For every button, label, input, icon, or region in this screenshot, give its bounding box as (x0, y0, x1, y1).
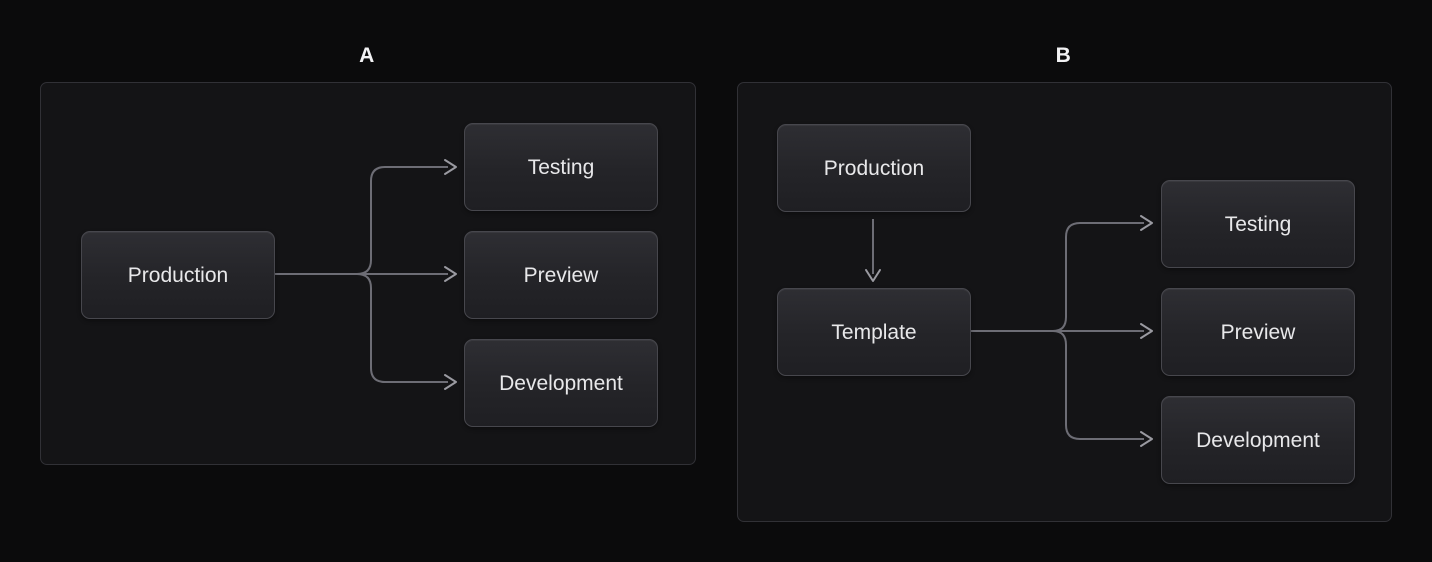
node-production: Production (81, 231, 275, 319)
node-testing: Testing (464, 123, 658, 211)
arrowhead-icon (444, 159, 457, 175)
node-development: Development (464, 339, 658, 427)
node-label: Preview (1220, 320, 1296, 344)
node-label: Development (499, 371, 623, 395)
node-template: Template (777, 288, 971, 376)
node-preview: Preview (1161, 288, 1355, 376)
arrowhead-icon (1140, 431, 1153, 447)
arrowhead-icon (444, 266, 457, 282)
node-label: Template (831, 320, 917, 344)
edge-production-to-testing (273, 166, 448, 275)
diagram-a-label: A (359, 44, 375, 67)
node-testing: Testing (1161, 180, 1355, 268)
edge-template-to-development (969, 330, 1144, 440)
node-label: Testing (1224, 212, 1292, 236)
node-label: Production (823, 156, 925, 180)
diagram-a-panel: Production Testing Preview Development (40, 82, 696, 465)
node-label: Production (127, 263, 229, 287)
edge-production-to-development (273, 273, 448, 383)
node-preview: Preview (464, 231, 658, 319)
diagram-b-label: B (1055, 44, 1072, 67)
node-label: Testing (527, 155, 595, 179)
edge-template-to-testing (969, 222, 1144, 332)
arrowhead-icon (1140, 215, 1153, 231)
arrowhead-icon (865, 269, 881, 282)
arrowhead-icon (1140, 323, 1153, 339)
diagram-b-panel: Production Template Testing Preview Deve… (737, 82, 1392, 522)
node-development: Development (1161, 396, 1355, 484)
arrowhead-icon (444, 374, 457, 390)
node-production: Production (777, 124, 971, 212)
node-label: Development (1196, 428, 1320, 452)
node-label: Preview (523, 263, 599, 287)
